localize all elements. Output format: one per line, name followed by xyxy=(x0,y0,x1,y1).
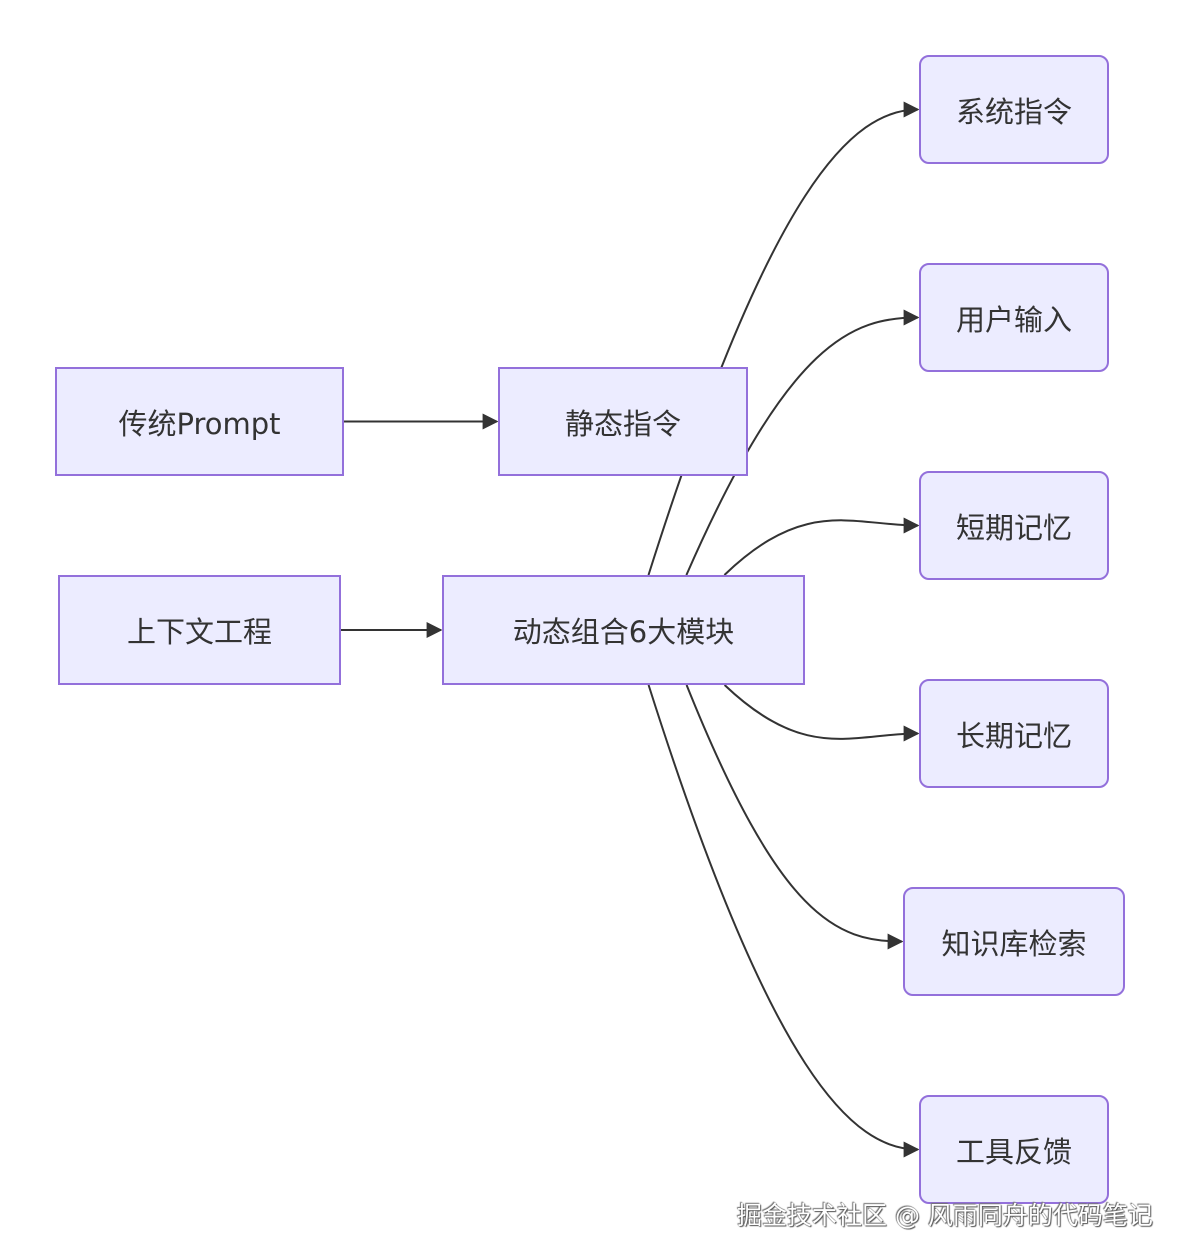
node-short-term-memory[interactable]: 短期记忆 xyxy=(919,471,1109,580)
edge-dynamic-to-sys xyxy=(647,101,920,576)
node-static-instructions[interactable]: 静态指令 xyxy=(498,367,748,476)
node-label: 传统Prompt xyxy=(118,406,281,441)
edge-dynamic-to-user xyxy=(685,309,920,576)
node-label: 短期记忆 xyxy=(955,510,1072,545)
node-context-engineering[interactable]: 上下文工程 xyxy=(58,575,341,685)
node-label: 用户输入 xyxy=(955,302,1072,337)
node-label: 知识库检索 xyxy=(941,926,1087,961)
node-user-input[interactable]: 用户输入 xyxy=(919,263,1109,372)
node-label: 静态指令 xyxy=(564,406,681,441)
node-tool-feedback[interactable]: 工具反馈 xyxy=(919,1095,1109,1204)
node-label: 系统指令 xyxy=(955,94,1072,129)
node-label: 动态组合6大模块 xyxy=(512,615,735,649)
node-label: 长期记忆 xyxy=(955,718,1072,753)
node-label: 上下文工程 xyxy=(126,615,272,649)
edge-dynamic-to-kb xyxy=(685,684,904,950)
node-traditional-prompt[interactable]: 传统Prompt xyxy=(55,367,344,476)
edge-dynamic-to-ltm xyxy=(723,684,920,742)
edge-dynamic-to-stm xyxy=(723,517,920,576)
node-label: 工具反馈 xyxy=(955,1134,1072,1169)
edge-dynamic-to-tool xyxy=(647,684,920,1158)
node-long-term-memory[interactable]: 长期记忆 xyxy=(919,679,1109,788)
node-dynamic-six-modules[interactable]: 动态组合6大模块 xyxy=(442,575,805,685)
node-knowledge-base-retrieval[interactable]: 知识库检索 xyxy=(903,887,1125,996)
node-system-instructions[interactable]: 系统指令 xyxy=(919,55,1109,164)
watermark: 掘金技术社区 @ 风雨同舟的代码笔记 xyxy=(737,1201,1153,1230)
